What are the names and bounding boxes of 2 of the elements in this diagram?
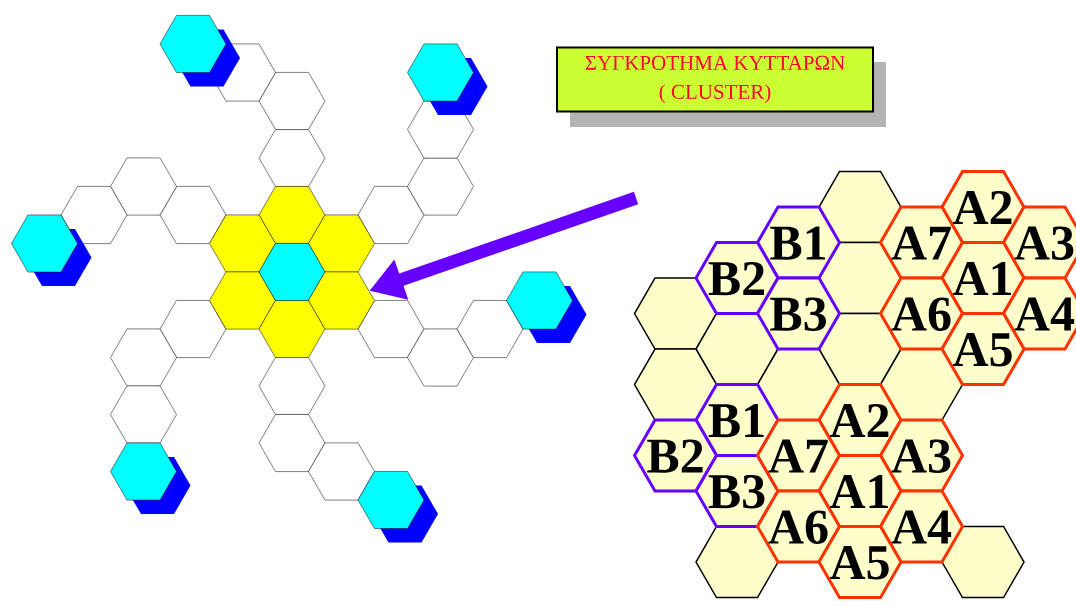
title-box: ΣΥΓΚΡΟΤΗΜΑ ΚΥΤΤΑΡΩΝ ( CLUSTER) xyxy=(556,46,886,127)
cell-hexagon xyxy=(308,271,375,330)
